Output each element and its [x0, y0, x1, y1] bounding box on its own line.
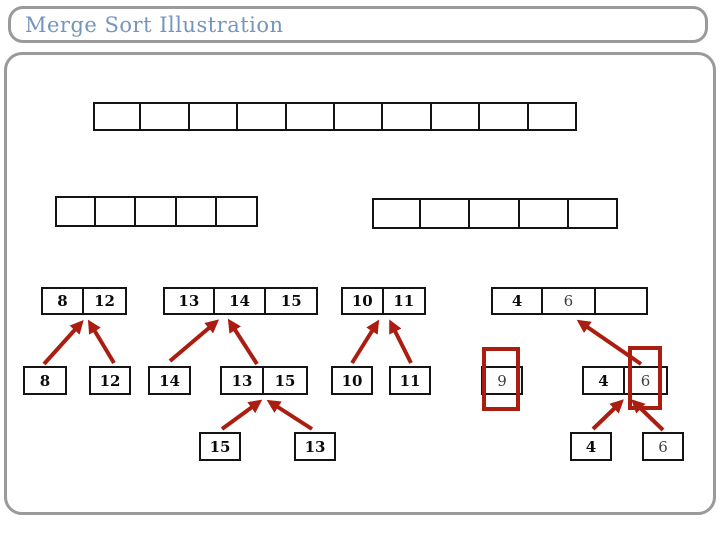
array-cell: 11 — [389, 366, 431, 395]
array-box-full-array-empty — [93, 102, 577, 131]
array-cell: 4 — [491, 287, 544, 315]
array-cell: 15 — [266, 287, 319, 315]
array-cell — [519, 198, 569, 229]
array-box-leaf-8: 8 — [23, 366, 67, 395]
array-box-bottom-15: 15 — [199, 432, 241, 461]
array-cell: 13 — [294, 432, 336, 461]
array-cell: 6 — [543, 287, 596, 315]
array-cell — [568, 198, 618, 229]
array-cell: 13 — [163, 287, 215, 315]
array-cell — [95, 196, 137, 227]
array-cell: 11 — [383, 287, 426, 315]
array-cell — [55, 196, 96, 227]
array-cell: 12 — [89, 366, 131, 395]
array-cell — [217, 196, 258, 227]
array-cell: 14 — [214, 287, 267, 315]
array-cell: 15 — [199, 432, 241, 461]
array-box-half-left-empty — [55, 196, 258, 227]
array-cell — [238, 102, 287, 131]
array-cell: 14 — [148, 366, 191, 395]
array-box-leaf-9: 9 — [481, 366, 523, 395]
array-box-leaf-10: 10 — [331, 366, 373, 395]
array-cell — [334, 102, 384, 131]
array-cell — [421, 198, 471, 229]
array-cell: 9 — [481, 366, 523, 395]
array-cell — [93, 102, 142, 131]
array-cell — [595, 287, 648, 315]
array-box-bottom-4: 4 — [570, 432, 612, 461]
array-cell — [480, 102, 529, 131]
array-cell — [176, 196, 218, 227]
array-cell: 13 — [220, 366, 264, 395]
array-cell — [372, 198, 422, 229]
array-box-bottom-13: 13 — [294, 432, 336, 461]
array-box-leaf-14: 14 — [148, 366, 191, 395]
array-cell: 4 — [582, 366, 625, 395]
array-cell — [383, 102, 432, 131]
array-cell — [286, 102, 335, 131]
array-cell — [189, 102, 239, 131]
array-cell: 8 — [23, 366, 67, 395]
array-cell: 8 — [41, 287, 84, 315]
array-box-leaf-12: 12 — [89, 366, 131, 395]
array-cell — [136, 196, 177, 227]
array-cell: 10 — [331, 366, 373, 395]
array-cell: 12 — [84, 287, 127, 315]
array-cell: 4 — [570, 432, 612, 461]
array-cell: 6 — [625, 366, 668, 395]
array-cell — [431, 102, 481, 131]
array-cell: 15 — [264, 366, 308, 395]
array-cell: 10 — [341, 287, 384, 315]
array-box-bottom-6: 6 — [642, 432, 684, 461]
array-box-leaf-11: 11 — [389, 366, 431, 395]
slide-title-bar: Merge Sort Illustration — [8, 6, 708, 43]
slide-title: Merge Sort Illustration — [25, 12, 284, 37]
array-cell — [470, 198, 520, 229]
array-cell: 6 — [642, 432, 684, 461]
array-cell — [528, 102, 577, 131]
array-box-half-right-empty — [372, 198, 618, 229]
array-cell — [141, 102, 190, 131]
